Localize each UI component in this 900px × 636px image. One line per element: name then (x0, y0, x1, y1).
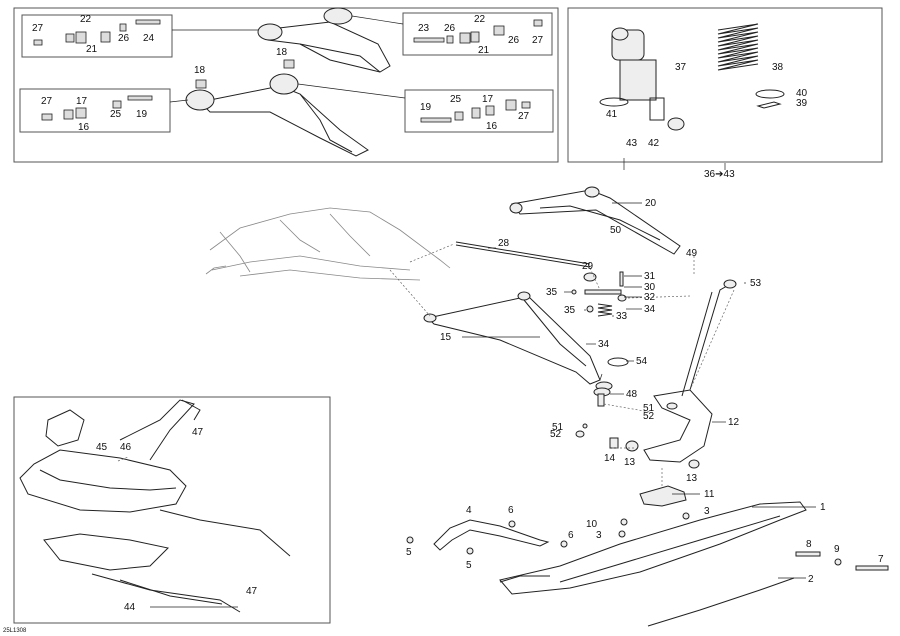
label-26: 26 (118, 33, 130, 44)
label-39: 39 (796, 98, 808, 109)
label-33: 33 (616, 311, 628, 322)
label-16b: 16 (486, 121, 498, 132)
label-32: 32 (644, 292, 656, 303)
label-19b: 19 (420, 102, 432, 113)
label-42: 42 (648, 138, 660, 149)
label-25b: 25 (450, 94, 462, 105)
label-50: 50 (610, 225, 622, 236)
label-9: 9 (834, 544, 840, 555)
label-31: 31 (644, 271, 656, 282)
label-16: 16 (78, 122, 90, 133)
label-40: 40 (796, 88, 808, 99)
label-25: 25 (110, 109, 122, 120)
label-47: 47 (192, 427, 204, 438)
label-22b: 22 (474, 14, 486, 25)
a-arm-hardware-inset (13, 7, 559, 163)
label-5b: 5 (466, 560, 472, 571)
label-21: 21 (86, 44, 98, 55)
label-23: 23 (418, 23, 430, 34)
label-44: 44 (124, 602, 136, 613)
label-52: 52 (643, 411, 655, 422)
label-21b: 21 (478, 45, 490, 56)
label-47b: 47 (246, 586, 258, 597)
label-11: 11 (704, 489, 715, 500)
label-46: 46 (120, 442, 132, 453)
label-2: 2 (808, 574, 814, 585)
label-3: 3 (704, 506, 710, 517)
label-19: 19 (136, 109, 148, 120)
label-30: 30 (644, 282, 656, 293)
label-34: 34 (644, 304, 656, 315)
label-24: 24 (143, 33, 155, 44)
label-8: 8 (806, 539, 812, 550)
label-53: 53 (750, 278, 762, 289)
label-35: 35 (546, 287, 558, 298)
shock-inset (567, 7, 883, 163)
label-26c: 26 (508, 35, 520, 46)
label-3b: 3 (596, 530, 602, 541)
label-51b: 51 (552, 422, 564, 433)
label-43: 43 (626, 138, 638, 149)
chassis-location-inset (13, 396, 331, 624)
label-27c: 27 (41, 96, 53, 107)
label-13b: 13 (686, 473, 698, 484)
label-36-43: 36➔43 (704, 169, 735, 180)
label-14: 14 (604, 453, 616, 464)
label-35b: 35 (564, 305, 576, 316)
label-52b: 52 (550, 429, 562, 440)
label-54: 54 (636, 356, 648, 367)
label-22: 22 (80, 14, 92, 25)
label-7: 7 (878, 554, 884, 565)
label-45: 45 (96, 442, 108, 453)
label-27: 27 (32, 23, 44, 34)
label-18b: 18 (276, 47, 288, 58)
label-5: 5 (406, 547, 412, 558)
drawing-code: 25L1308 (3, 628, 27, 634)
callout-labels: 27 22 26 24 21 23 26 22 26 27 21 18 18 2… (3, 14, 884, 634)
label-4: 4 (466, 505, 472, 516)
label-18: 18 (194, 65, 206, 76)
label-28: 28 (498, 238, 510, 249)
label-51: 51 (643, 403, 655, 414)
leader-lines (462, 158, 816, 579)
label-12: 12 (728, 417, 740, 428)
label-17b: 17 (482, 94, 494, 105)
label-49: 49 (686, 248, 698, 259)
label-41: 41 (606, 109, 618, 120)
label-34b: 34 (598, 339, 610, 350)
label-37: 37 (675, 62, 687, 73)
label-15: 15 (440, 332, 452, 343)
label-48: 48 (626, 389, 638, 400)
front-suspension-assembly (205, 186, 889, 627)
label-10: 10 (586, 519, 598, 530)
label-27d: 27 (518, 111, 530, 122)
label-6: 6 (508, 505, 514, 516)
label-27b: 27 (532, 35, 544, 46)
label-1: 1 (820, 502, 826, 513)
label-29: 29 (582, 261, 594, 272)
label-26b: 26 (444, 23, 456, 34)
label-17: 17 (76, 96, 88, 107)
label-6b: 6 (568, 530, 574, 541)
label-13: 13 (624, 457, 636, 468)
label-38: 38 (772, 62, 784, 73)
label-20: 20 (645, 198, 657, 209)
